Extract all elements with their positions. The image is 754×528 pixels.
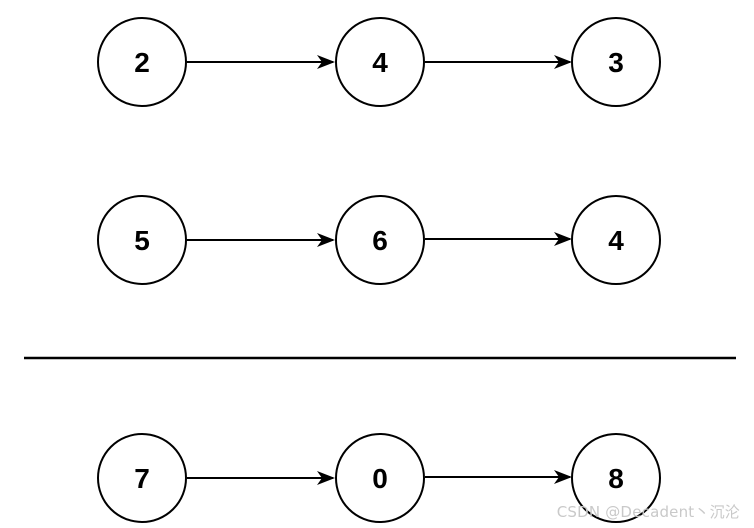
node-value: 4 [372,47,388,78]
node: 8 [571,433,661,523]
node: 6 [335,195,425,285]
list-row-result: 7 0 8 [97,433,661,523]
node: 7 [97,433,187,523]
node-value: 3 [608,47,624,78]
node-value: 6 [372,225,388,256]
node: 4 [571,195,661,285]
node-value: 4 [608,225,624,256]
node-value: 7 [134,463,150,494]
node-value: 2 [134,47,150,78]
list-row-1: 2 4 3 [97,17,661,107]
node-value: 0 [372,463,388,494]
node: 3 [571,17,661,107]
node: 2 [97,17,187,107]
node: 0 [335,433,425,523]
node-value: 8 [608,463,624,494]
list-row-2: 5 6 4 [97,195,661,285]
node: 5 [97,195,187,285]
watermark: CSDN @Decadent丶沉沦 [556,503,740,521]
node-value: 5 [134,225,150,256]
node: 4 [335,17,425,107]
